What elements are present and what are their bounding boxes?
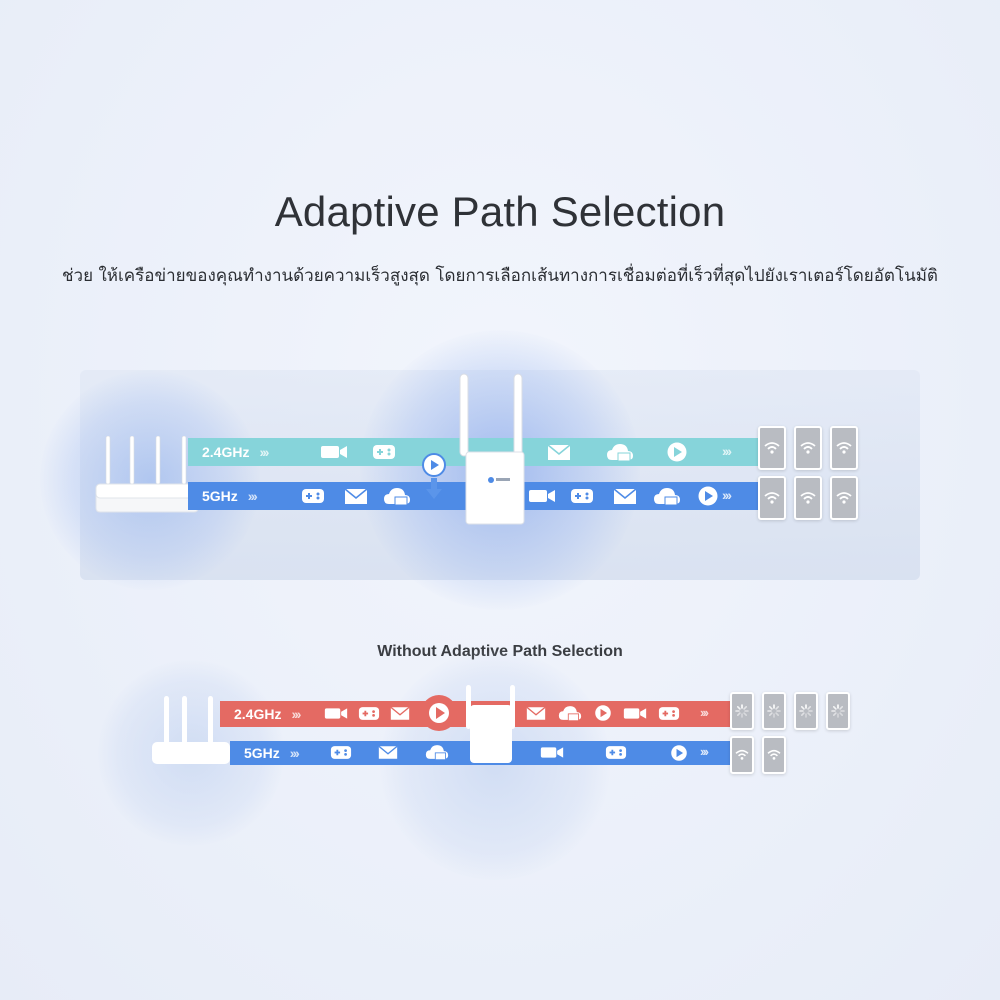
play-icon	[698, 486, 718, 506]
video-icon	[540, 747, 564, 758]
video-icon	[623, 708, 647, 719]
chevrons: ›››	[247, 488, 258, 504]
page-title: Adaptive Path Selection	[274, 188, 726, 235]
band-24ghz-label: 2.4GHz	[234, 706, 282, 722]
loading-icon	[799, 704, 813, 718]
band-24ghz-label: 2.4GHz	[202, 444, 250, 460]
chevrons: ›››	[722, 443, 732, 459]
wifi-icon	[764, 442, 780, 454]
video-icon	[324, 708, 348, 719]
wifi-icon	[836, 492, 852, 504]
wifi-icon	[767, 749, 781, 760]
phone-icon	[794, 476, 822, 520]
phone-icon	[830, 476, 858, 520]
video-icon	[321, 446, 347, 458]
phone-icon	[826, 692, 850, 730]
cloud-icon	[425, 745, 449, 761]
chevrons: ›››	[700, 705, 709, 720]
gamepad-icon	[373, 445, 395, 459]
play-icon	[422, 453, 446, 477]
mail-icon	[613, 488, 637, 504]
band-5ghz-label: 5GHz	[244, 745, 280, 761]
cloud-icon	[384, 488, 410, 506]
gamepad-icon	[302, 489, 324, 503]
router-glow	[40, 370, 260, 590]
extender-icon	[456, 372, 536, 533]
phone-icon	[794, 426, 822, 470]
cloud-icon	[607, 444, 633, 462]
chevrons: ›››	[259, 444, 269, 460]
mail-icon	[547, 444, 571, 460]
arrow-down-icon	[426, 478, 442, 499]
wifi-icon	[735, 749, 749, 760]
mail-icon	[344, 488, 368, 504]
chevrons: ›››	[700, 744, 709, 759]
wifi-icon	[800, 492, 816, 504]
band-5ghz-label: 5GHz	[202, 488, 238, 504]
phone-icon	[762, 692, 786, 730]
gamepad-icon	[658, 707, 680, 720]
mail-icon	[526, 706, 546, 720]
extender-icon	[464, 683, 518, 772]
phone-icon	[730, 736, 754, 774]
mail-icon	[378, 745, 398, 759]
loading-icon	[831, 704, 845, 718]
play-icon	[667, 442, 687, 462]
phone-icon	[830, 426, 858, 470]
loading-icon	[767, 704, 781, 718]
gamepad-icon	[605, 746, 627, 759]
wifi-icon	[764, 492, 780, 504]
phone-icon	[758, 426, 786, 470]
mail-icon	[390, 706, 410, 720]
phone-icon	[762, 736, 786, 774]
video-icon	[529, 490, 555, 502]
play-icon	[671, 745, 687, 761]
phone-icon	[758, 476, 786, 520]
chevrons: ›››	[722, 487, 732, 503]
wifi-icon	[836, 442, 852, 454]
play-icon	[595, 705, 611, 721]
loading-icon	[735, 704, 749, 718]
wifi-icon	[800, 442, 816, 454]
chevrons: ›››	[291, 706, 301, 722]
gamepad-icon	[358, 707, 380, 720]
cloud-icon	[558, 706, 582, 722]
phone-icon	[730, 692, 754, 730]
phone-icon	[794, 692, 818, 730]
chevrons: ›››	[289, 745, 300, 761]
cloud-icon	[654, 488, 680, 506]
gamepad-icon	[571, 489, 593, 503]
page-subtitle: ช่วย ให้เครือข่ายของคุณทำงานด้วยความเร็ว…	[62, 266, 938, 286]
play-icon	[421, 695, 457, 731]
extender-glow	[380, 650, 610, 880]
gamepad-icon	[330, 746, 352, 759]
router-icon	[150, 696, 234, 773]
